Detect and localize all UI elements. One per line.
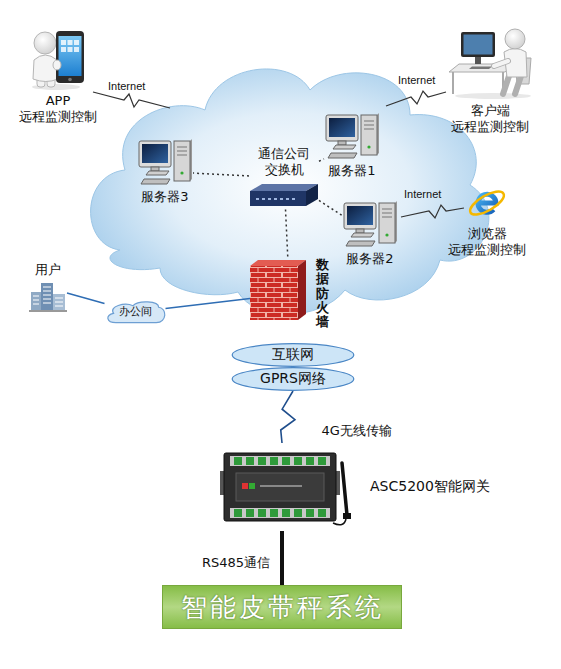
node-label: 智能皮带秤系统	[181, 591, 384, 624]
link-label: Internet	[404, 188, 441, 202]
server-icon	[342, 200, 398, 248]
node-label: 服务器3	[141, 189, 188, 205]
node-label: 办公间	[119, 305, 152, 319]
browser-client: 浏览器 远程监测控制	[442, 183, 532, 259]
connector-line	[166, 298, 251, 308]
gateway-icon	[220, 443, 355, 531]
server-icon	[324, 112, 380, 160]
connector-label: 4G无线传输	[322, 423, 392, 439]
node-label: 客户端 远程监测控制	[445, 103, 535, 136]
node-label: 互联网	[272, 346, 314, 364]
gateway: ASC5200智能网关	[220, 443, 490, 531]
office-cloud: 办公间	[105, 299, 166, 325]
server-icon	[326, 113, 379, 158]
app-client-icon	[32, 31, 84, 90]
internet-link	[93, 92, 170, 108]
node-label: APP 远程监测控制	[8, 93, 108, 126]
dotted-link	[286, 210, 288, 259]
user-site: 用户	[29, 262, 67, 313]
app-client: APP 远程监测控制	[8, 28, 108, 126]
server-icon	[137, 138, 193, 186]
connector-line	[280, 531, 284, 585]
ellipse-outline	[232, 344, 354, 367]
node-label: GPRS网络	[260, 370, 326, 388]
app-client-icon	[26, 28, 90, 90]
ellipse-outline	[232, 368, 354, 391]
node-label: 用户	[35, 262, 61, 278]
node-label: 通信公司 交换机	[249, 146, 319, 179]
switch: 通信公司 交换机	[249, 146, 319, 210]
server: 服务器3	[137, 138, 193, 205]
switch-icon	[250, 182, 318, 210]
system-box: 智能皮带秤系统	[162, 585, 402, 629]
firewall-icon	[250, 260, 306, 320]
cloud-outline	[107, 302, 164, 323]
dotted-link	[319, 159, 324, 161]
server-icon	[344, 201, 397, 246]
connector-line	[281, 391, 295, 443]
browser-client-icon	[466, 183, 508, 223]
firewall: 数据防火墙	[250, 258, 329, 329]
link-label: Internet	[108, 80, 145, 94]
internet-link	[401, 205, 464, 218]
server-icon	[139, 139, 192, 184]
network-band: GPRS网络	[231, 367, 355, 391]
connector-line	[67, 293, 105, 304]
desktop-client-icon	[445, 20, 535, 100]
node-label: 服务器1	[328, 163, 375, 179]
server: 服务器2	[342, 200, 398, 267]
internet-link	[386, 91, 446, 106]
desktop-client: 客户端 远程监测控制	[445, 20, 535, 136]
user-site-icon	[29, 281, 67, 313]
vertical-label: 数据防火墙	[316, 258, 329, 329]
dotted-link	[193, 173, 249, 176]
connector-label: RS485通信	[202, 555, 270, 571]
node-label: ASC5200智能网关	[370, 478, 490, 496]
node-label: 浏览器 远程监测控制	[442, 226, 532, 259]
network-band: 互联网	[231, 343, 355, 367]
browser-client-icon	[467, 187, 507, 219]
node-label: 服务器2	[346, 251, 393, 267]
desktop-client-icon	[449, 29, 531, 99]
firewall-icon	[250, 258, 306, 322]
switch-icon	[250, 184, 318, 206]
user-site-icon	[29, 283, 67, 312]
gateway-icon	[220, 453, 351, 525]
server: 服务器1	[324, 112, 380, 179]
link-label: Internet	[398, 74, 435, 88]
dotted-link	[319, 200, 342, 215]
